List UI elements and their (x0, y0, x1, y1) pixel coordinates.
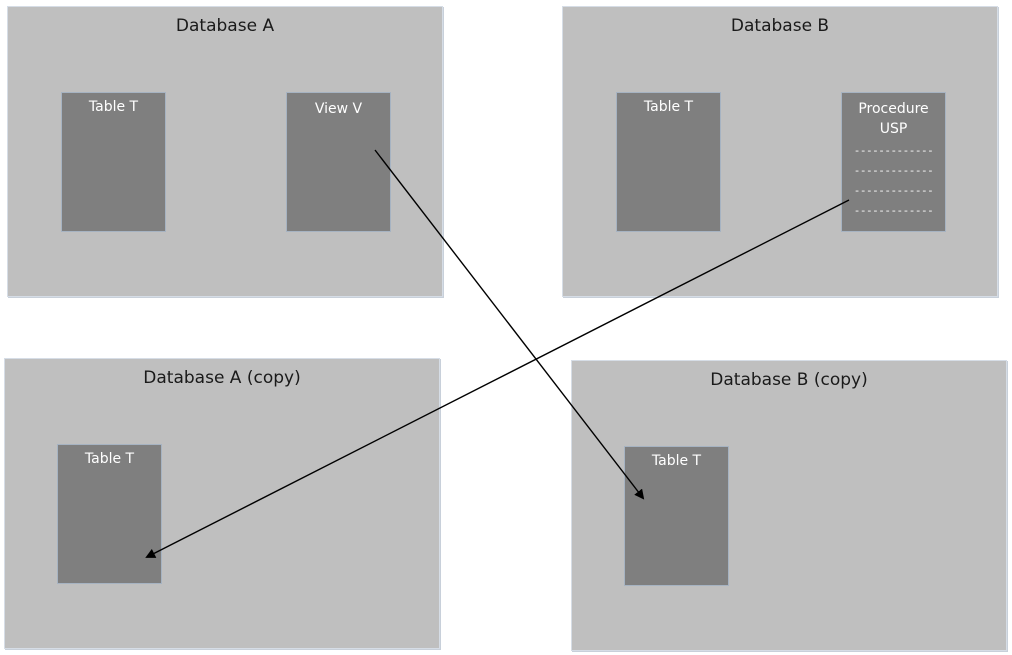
database-a-title: Database A (175, 16, 275, 36)
database-b: Database B Table T Procedure USP -------… (562, 6, 998, 297)
database-b-copy: Database B (copy) Table T (571, 360, 1007, 651)
database-b-copy-table-t: Table T (624, 446, 729, 586)
database-b-copy-title: Database B (copy) (710, 370, 868, 390)
procedure-code-lines: ------------- ------------- ------------… (842, 141, 945, 221)
table-t-label: Table T (643, 99, 694, 115)
database-b-table-t: Table T (616, 92, 721, 232)
code-line: ------------- (853, 184, 934, 197)
database-a-copy-title: Database A (copy) (143, 368, 301, 388)
database-a: Database A Table T View V (7, 6, 443, 297)
table-t-label: Table T (651, 453, 702, 469)
procedure-usp: Procedure USP ------------- ------------… (841, 92, 946, 232)
table-t-label: Table T (88, 99, 139, 115)
code-line: ------------- (853, 204, 934, 217)
database-a-view-v: View V (286, 92, 391, 232)
database-a-table-t: Table T (61, 92, 166, 232)
code-line: ------------- (853, 164, 934, 177)
code-line: ------------- (853, 144, 934, 157)
procedure-usp-label: Procedure USP (858, 101, 929, 137)
table-t-label: Table T (84, 451, 135, 467)
view-v-label: View V (314, 101, 363, 117)
database-b-title: Database B (730, 16, 830, 36)
database-a-copy-table-t: Table T (57, 444, 162, 584)
database-a-copy: Database A (copy) Table T (4, 358, 440, 649)
